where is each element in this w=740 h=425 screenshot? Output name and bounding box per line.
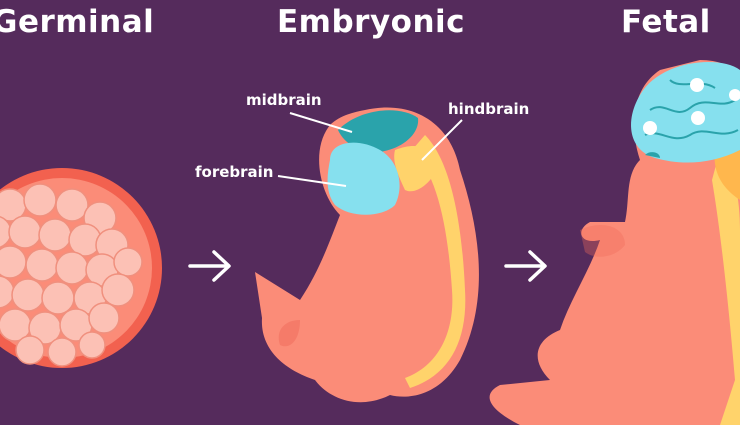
germinal-cell-cluster	[0, 168, 162, 368]
neuron-spark-icons	[643, 78, 740, 135]
fetus-illustration	[489, 60, 740, 425]
stage-title-embryonic: Embryonic	[277, 4, 466, 40]
arrow-right-icon	[188, 250, 231, 282]
label-forebrain: forebrain	[195, 163, 274, 181]
stage-title-fetal: Fetal	[621, 4, 711, 40]
embryo-illustration	[255, 107, 479, 403]
label-hindbrain: hindbrain	[448, 100, 530, 118]
arrow-right-icon	[504, 250, 547, 282]
stage-title-germinal: Germinal	[0, 4, 155, 40]
label-midbrain: midbrain	[246, 91, 322, 109]
label-pointer-lines	[277, 112, 463, 187]
